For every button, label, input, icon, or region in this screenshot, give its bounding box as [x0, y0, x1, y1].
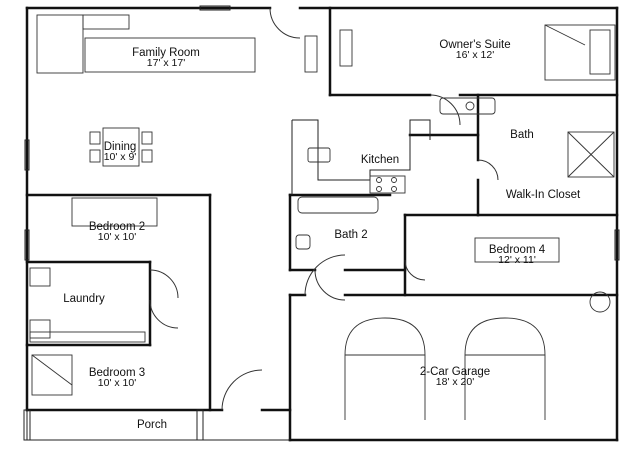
family-room-dims: 17' x 17': [147, 57, 185, 69]
exterior-walls: [25, 6, 619, 442]
laundry-fixtures: [29, 267, 146, 343]
garage-dims: 18' x 20': [436, 376, 474, 388]
bedroom-4-name: Bedroom 4: [489, 244, 546, 256]
interior-walls: [25, 6, 619, 412]
owners-suite-dims: 16' x 12': [456, 49, 494, 61]
dining-dims: 10' x 9': [104, 151, 137, 163]
owners-suite-name: Owner's Suite: [439, 39, 510, 51]
kitchen-name: Kitchen: [361, 154, 399, 166]
windows: [24, 5, 620, 261]
porch-outline: [23, 409, 290, 441]
porch-name: Porch: [137, 419, 167, 431]
garage-cars: [344, 291, 611, 420]
door-swings: [149, 7, 499, 411]
dining-name: Dining: [104, 141, 137, 153]
owners-suite-furniture: [304, 24, 616, 81]
bath-fixtures: [295, 97, 615, 250]
laundry-name: Laundry: [63, 293, 105, 305]
room-labels: Family Room 17' x 17' Owner's Suite 16' …: [63, 39, 581, 431]
family-dining-furniture: [36, 14, 256, 167]
bedroom-3-dims: 10' x 10': [98, 377, 136, 389]
garage-name: 2-Car Garage: [420, 366, 490, 378]
walk-in-closet-name: Walk-In Closet: [506, 189, 581, 201]
bedroom-2-dims: 10' x 10': [98, 231, 136, 243]
bedroom-3-name: Bedroom 3: [89, 367, 145, 379]
bedroom-4-dims: 12' x 11': [498, 254, 536, 266]
family-room-name: Family Room: [132, 47, 200, 59]
bedroom-beds: [31, 197, 560, 396]
bath-name: Bath: [510, 129, 534, 141]
bedroom-2-name: Bedroom 2: [89, 221, 145, 233]
kitchen-cabinets: [291, 119, 431, 195]
bath-2-name: Bath 2: [334, 229, 367, 241]
